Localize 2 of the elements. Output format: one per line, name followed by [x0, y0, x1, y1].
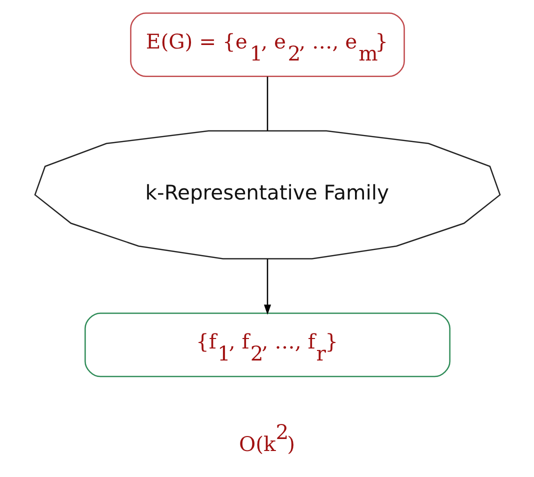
- arrow: [263, 259, 271, 315]
- connector: [266, 76, 268, 131]
